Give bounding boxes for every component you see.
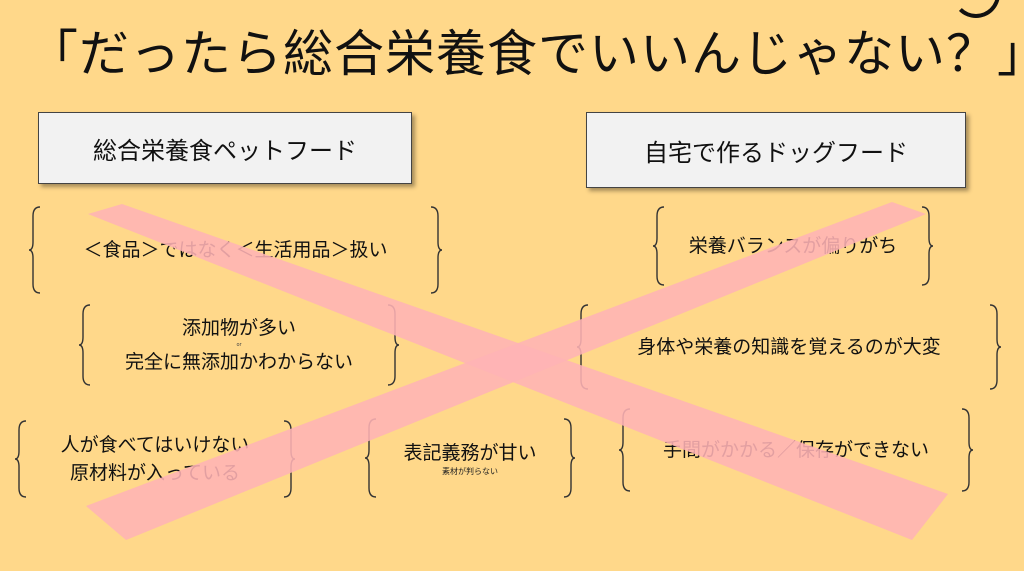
brace-item-effort-storage: 手間がかかる／保存ができない	[618, 408, 974, 492]
left-brace	[618, 408, 631, 492]
right-brace	[961, 408, 974, 492]
left-brace	[78, 304, 91, 386]
left-brace	[14, 420, 27, 498]
item-text: 身体や栄養の知識を覚えるのが大変	[637, 336, 941, 358]
brace-item-labeling: 表記義務が甘い 素材が判らない	[364, 418, 576, 498]
brace-item-additives: 添加物が多い or 完全に無添加かわからない	[78, 304, 400, 386]
right-brace	[387, 304, 400, 386]
right-brace	[989, 304, 1002, 390]
brace-item-not-food: ＜食品＞ではなく＜生活用品＞扱い	[28, 206, 443, 294]
slide-title: 「だったら総合栄養食でいいんじゃない？」	[28, 25, 1024, 83]
brace-item-knowledge: 身体や栄養の知識を覚えるのが大変	[576, 304, 1002, 390]
item-text: 栄養バランスが偏りがち	[688, 235, 898, 257]
item-text: 手間がかかる／保存ができない	[662, 439, 929, 461]
left-brace	[652, 206, 665, 286]
item-text-line1: 表記義務が甘い	[403, 442, 537, 464]
right-brace	[283, 420, 296, 498]
left-brace	[28, 206, 41, 294]
item-text-line2: 原材料が入っている	[69, 462, 241, 484]
item-text-line2: 完全に無添加かわからない	[124, 351, 353, 373]
right-brace	[563, 418, 576, 498]
left-brace	[576, 304, 589, 390]
item-text: ＜食品＞ではなく＜生活用品＞扱い	[83, 239, 388, 261]
item-text-line1: 人が食べてはいけない	[60, 434, 250, 456]
left-brace	[364, 418, 377, 498]
brace-item-nutrition-balance: 栄養バランスが偏りがち	[652, 206, 934, 286]
item-text-line1: 添加物が多い	[181, 317, 296, 339]
item-text-note: 素材が判らない	[442, 467, 498, 476]
right-brace	[921, 206, 934, 286]
brace-item-forbidden-ingredients: 人が食べてはいけない 原材料が入っている	[14, 420, 296, 498]
heading-homemade-food: 自宅で作るドッグフード	[586, 112, 966, 188]
heading-commercial-food: 総合栄養食ペットフード	[38, 112, 412, 184]
right-brace	[430, 206, 443, 294]
